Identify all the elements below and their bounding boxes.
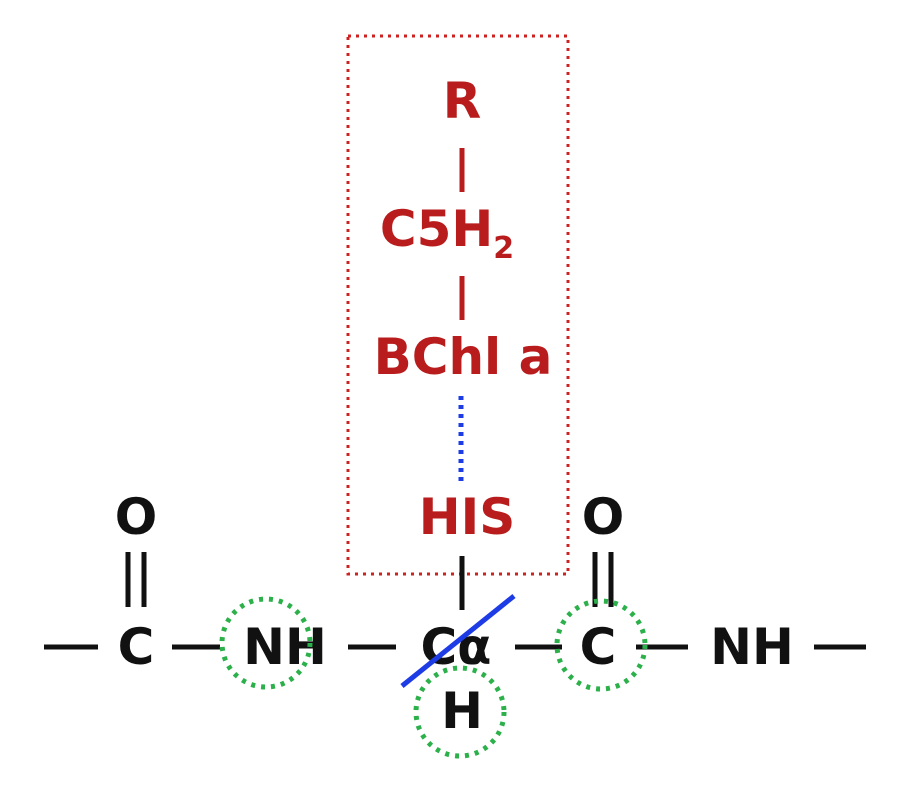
amide-1-label: NH — [243, 618, 327, 676]
cleavage-slash — [400, 594, 516, 688]
carbon-1-label: C — [118, 618, 155, 676]
highlight-circle-carbonyl — [554, 598, 648, 692]
c5h2-main: C5H — [380, 200, 493, 258]
amide-2-label: NH — [710, 618, 794, 676]
r-group-label: R — [443, 72, 482, 130]
c5h2-label: C5H2 — [380, 200, 514, 266]
side-chain-box — [346, 34, 570, 576]
oxygen-2-label: O — [582, 488, 625, 546]
highlight-circle-nh — [219, 596, 313, 690]
highlight-circle-h — [413, 665, 507, 759]
alpha-hydrogen-label: H — [441, 682, 483, 740]
oxygen-1-label: O — [115, 488, 158, 546]
c5h2-subscript: 2 — [493, 231, 514, 266]
his-label: HIS — [419, 488, 515, 546]
bchl-label: BChl a — [374, 328, 553, 386]
carbon-2-label: C — [580, 618, 617, 676]
